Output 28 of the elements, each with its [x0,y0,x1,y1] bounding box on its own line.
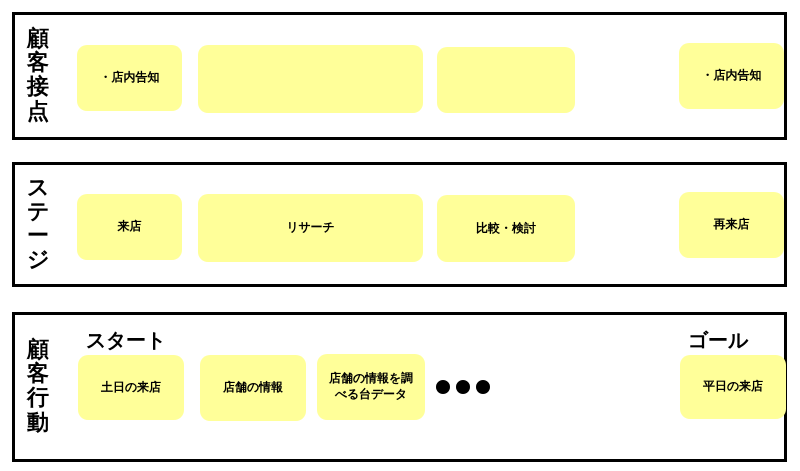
box-text: 来店 [118,219,142,235]
rounded-box [437,47,575,113]
stage-box [198,194,423,262]
box-text: 比較・検討 [476,220,536,236]
stage-box [317,354,425,420]
stage-box [679,43,784,109]
stage-box [437,195,575,262]
band-panel [12,162,787,287]
stage-box [200,355,306,421]
box-text: ・店内告知 [702,68,762,84]
box-text: 店舗の情報を調べる台データ [329,371,413,403]
stage-label: ゴール [688,327,750,354]
band-heading: 顧客接点 [27,28,49,124]
box-text: 平日の来店 [703,379,763,395]
band-panel [12,12,787,140]
stage-box [679,192,784,258]
box-text: 土日の来店 [101,380,161,396]
box-text: ・店内告知 [100,70,160,86]
stage-label: スタート [86,327,167,354]
box-text: 再来店 [714,217,750,233]
stage-box [77,194,182,260]
box-text: リサーチ [286,220,334,236]
band-heading: ステージ [27,176,49,273]
band-panel [12,312,787,462]
stage-box [77,45,182,111]
box-text: 店舗の情報 [223,380,283,396]
band-heading: 顧客行動 [27,338,49,436]
rounded-box [198,45,423,113]
